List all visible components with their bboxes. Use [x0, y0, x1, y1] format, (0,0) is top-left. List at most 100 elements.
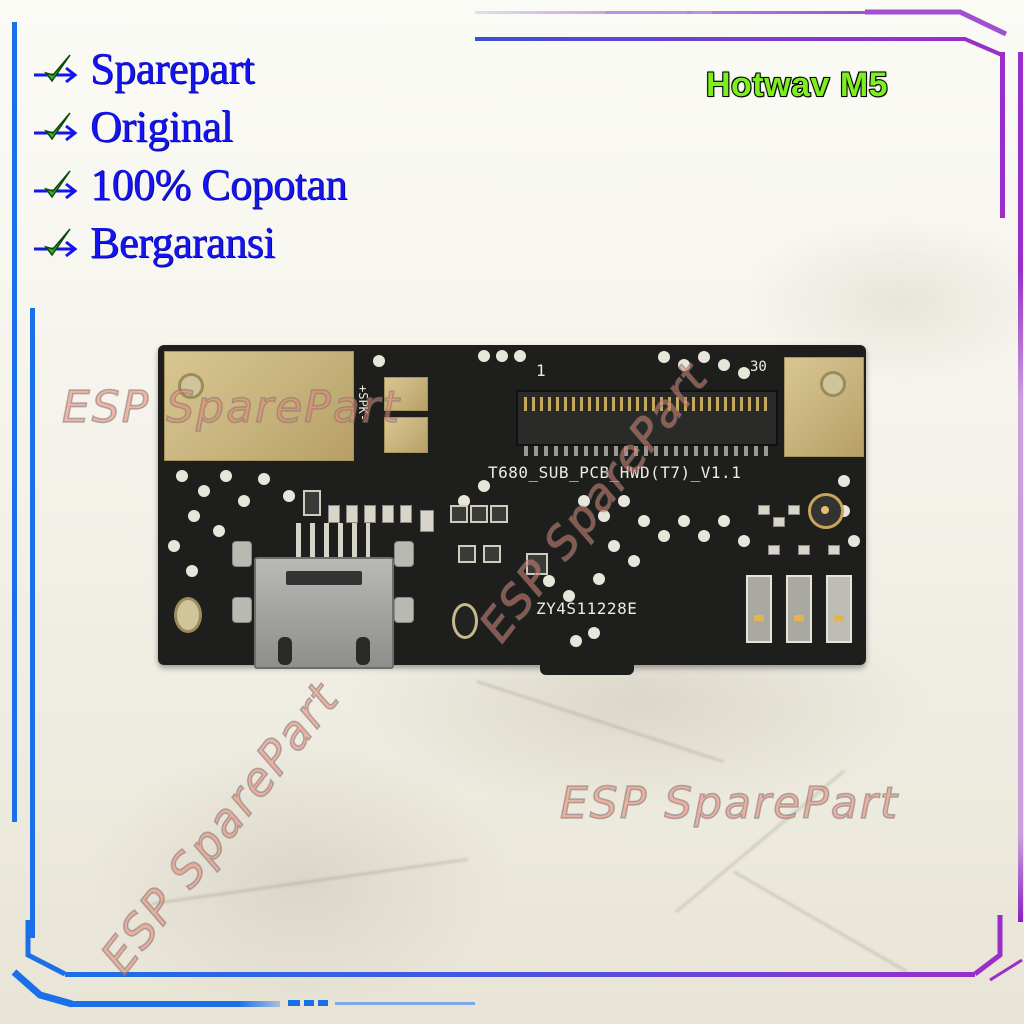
smd-component [768, 545, 780, 555]
via [628, 555, 640, 567]
gold-shield-pad-right [784, 357, 864, 457]
via [563, 590, 575, 602]
frame-right-outer [1018, 52, 1023, 922]
via [618, 495, 630, 507]
via [738, 535, 750, 547]
mount-hole [820, 371, 846, 397]
antenna-connector [808, 493, 844, 529]
usb-anchor-tab [394, 541, 414, 567]
via [658, 530, 670, 542]
smd-component [420, 510, 434, 532]
smd-component [303, 490, 321, 516]
spring-contact [826, 575, 852, 643]
via [658, 351, 670, 363]
smd-component [364, 505, 376, 523]
mount-hole [452, 603, 478, 639]
gold-shield-pad-left [164, 351, 354, 461]
usb-port-slot [278, 637, 292, 665]
smd-component [346, 505, 358, 523]
mount-hole [174, 597, 202, 633]
feature-label: Sparepart [90, 44, 255, 93]
pcb-serial-label: ZY4S11228E [536, 599, 638, 618]
via [598, 510, 610, 522]
connector-pins-bottom [524, 446, 770, 456]
watermark-text: ESP SparePart [61, 381, 402, 434]
via [478, 350, 490, 362]
frame-right-inner [1000, 52, 1005, 218]
smd-component [400, 505, 412, 523]
via [198, 485, 210, 497]
via [638, 515, 650, 527]
via [570, 635, 582, 647]
smd-component [328, 505, 340, 523]
usb-anchor-tab [232, 597, 252, 623]
via [698, 530, 710, 542]
via [698, 351, 710, 363]
feature-label: 100% Copotan [90, 160, 347, 209]
via [578, 495, 590, 507]
smd-component [788, 505, 800, 515]
via [213, 525, 225, 537]
via [588, 627, 600, 639]
connector-pin1-label: 1 [536, 361, 546, 380]
feature-item: Sparepart [32, 40, 347, 98]
smd-component [490, 505, 508, 523]
via [373, 355, 385, 367]
micro-usb-port [254, 557, 394, 669]
speaker-pad-positive [384, 377, 428, 411]
frame-left-inner [30, 308, 35, 938]
smd-component [828, 545, 840, 555]
via [543, 575, 555, 587]
spring-contact [786, 575, 812, 643]
pcb-model-label: T680_SUB_PCB_HWD(T7)_V1.1 [488, 463, 742, 482]
via [848, 535, 860, 547]
via [283, 490, 295, 502]
frame-left-outer [12, 22, 17, 822]
smd-component [483, 545, 501, 563]
via [238, 495, 250, 507]
frame-bottom-inner [65, 972, 975, 977]
via [678, 359, 690, 371]
watermark-text: ESP SparePart [559, 777, 900, 830]
check-arrow-icon [32, 165, 84, 205]
smd-component [798, 545, 810, 555]
connector-pin30-label: 30 [750, 359, 767, 375]
smd-component [526, 553, 548, 575]
connector-pins [524, 397, 770, 411]
via [718, 515, 730, 527]
via [718, 359, 730, 371]
via [738, 367, 750, 379]
pcb-notch [540, 645, 634, 675]
via [514, 350, 526, 362]
pcb-board-image: +SPK- 1 30 T680_SUB_PCB_HWD(T7)_V1.1 ZY4… [158, 345, 866, 675]
feature-label: Original [90, 102, 233, 151]
via [496, 350, 508, 362]
via [838, 475, 850, 487]
via [608, 540, 620, 552]
usb-solder-pins [296, 523, 370, 557]
check-arrow-icon [32, 223, 84, 263]
smd-component [773, 517, 785, 527]
feature-label: Bergaransi [90, 218, 275, 267]
frame-bottom-outer [70, 1001, 280, 1007]
product-title: Hotwav M5 [705, 65, 889, 105]
spring-contact [746, 575, 772, 643]
smd-component [458, 545, 476, 563]
speaker-pad-negative [384, 417, 428, 453]
via [678, 515, 690, 527]
usb-port-opening [286, 571, 362, 585]
via [478, 480, 490, 492]
smd-component [450, 505, 468, 523]
feature-item: 100% Copotan [32, 156, 347, 214]
frame-top-inner [475, 37, 935, 41]
via [188, 510, 200, 522]
feature-item: Original [32, 98, 347, 156]
via [168, 540, 180, 552]
via [258, 473, 270, 485]
smd-component [382, 505, 394, 523]
speaker-silkscreen: +SPK- [356, 385, 370, 422]
via [220, 470, 232, 482]
mount-hole [178, 373, 204, 399]
feature-item: Bergaransi [32, 214, 347, 272]
